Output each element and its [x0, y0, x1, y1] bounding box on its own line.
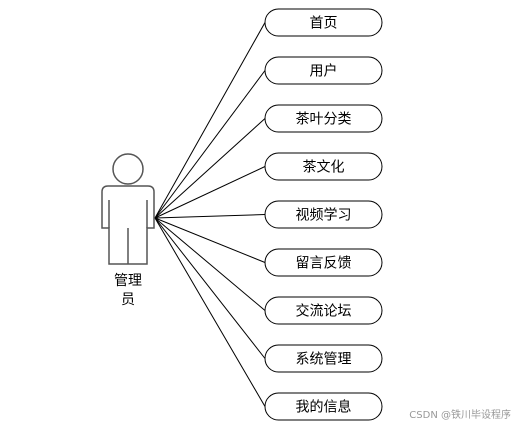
connector-line	[154, 217, 266, 407]
connector-line	[154, 217, 266, 263]
use-case-box	[264, 248, 383, 277]
use-case-tea-culture: 茶文化	[264, 152, 383, 181]
connector-line	[154, 118, 266, 219]
use-case-box	[264, 392, 383, 421]
use-case-home: 首页	[264, 8, 383, 37]
watermark-text: CSDN @铁川毕设程序	[409, 408, 511, 421]
use-case-box	[264, 8, 383, 37]
connector-line	[154, 166, 266, 219]
use-case-box	[264, 200, 383, 229]
actor-figure: 管理 员	[101, 153, 155, 308]
use-case-label: 留言反馈	[296, 256, 352, 272]
use-case-label: 我的信息	[296, 399, 352, 416]
use-case-box	[264, 152, 383, 181]
actor-label-line1: 管理	[114, 273, 142, 289]
use-case-box	[264, 344, 383, 373]
connector-line	[154, 70, 266, 219]
connector-line	[154, 22, 266, 219]
actor-body	[101, 185, 155, 265]
use-case-box	[264, 56, 383, 85]
use-case-label: 茶文化	[303, 160, 345, 176]
use-case-message-feedback: 留言反馈	[264, 248, 383, 277]
actor-head	[112, 153, 144, 185]
use-case-box	[264, 104, 383, 133]
use-case-my-info: 我的信息	[264, 392, 383, 421]
actor-label-line2: 员	[121, 292, 135, 308]
connector-line	[154, 214, 266, 219]
use-case-video-learning: 视频学习	[264, 200, 383, 229]
connector-line	[154, 217, 266, 311]
connector-line	[154, 217, 266, 359]
use-case-label: 茶叶分类	[296, 112, 352, 128]
use-case-user: 用户	[264, 56, 383, 85]
use-case-label: 视频学习	[296, 208, 352, 224]
use-case-forum: 交流论坛	[264, 296, 383, 325]
use-case-box	[264, 296, 383, 325]
use-case-tea-category: 茶叶分类	[264, 104, 383, 133]
use-case-system-management: 系统管理	[264, 344, 383, 373]
connector-group	[154, 22, 266, 407]
use-case-label: 用户	[310, 63, 338, 80]
use-case-label: 首页	[310, 16, 338, 32]
use-case-label: 系统管理	[296, 352, 352, 368]
use-case-label: 交流论坛	[296, 303, 352, 320]
